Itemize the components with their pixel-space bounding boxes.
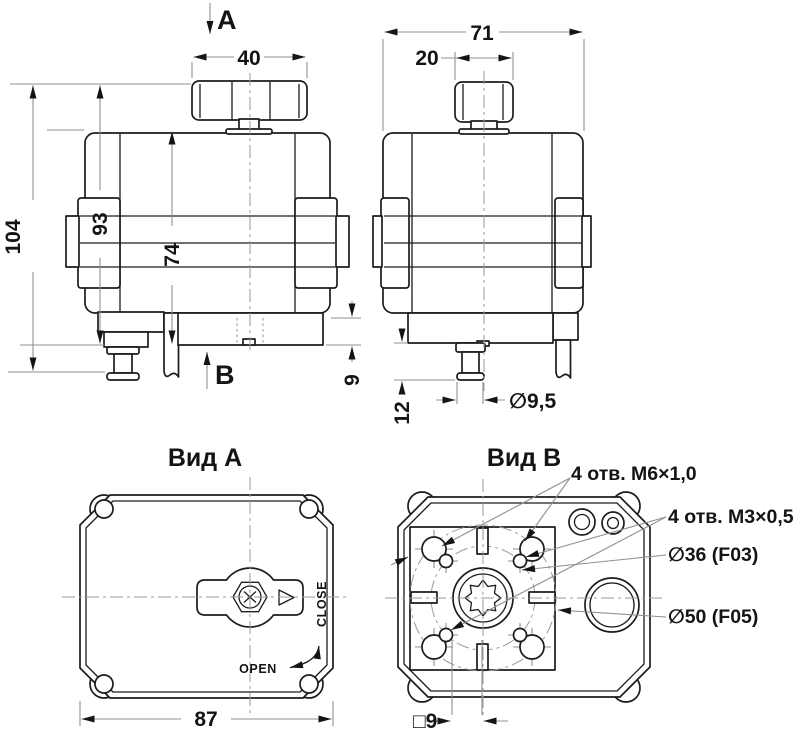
svg-text:71: 71 — [470, 22, 494, 45]
side-body-edge-lines — [411, 134, 553, 312]
label-m3-holes: 4 отв. М3×0,5 — [668, 506, 794, 528]
cable-gland-inner — [589, 582, 635, 628]
front-hidden-lines — [236, 318, 264, 344]
dim-9: 9 — [326, 301, 364, 386]
section-label-b: B — [215, 360, 235, 390]
label-f05: ∅50 (F05) — [668, 606, 758, 628]
front-knob-lines — [199, 82, 300, 120]
cable-gland-outer — [584, 577, 640, 633]
dim-12: 12 — [391, 328, 455, 425]
dim-label-9: 9 — [341, 374, 364, 386]
front-gland-step1 — [97, 311, 165, 333]
dim-40: 40 — [191, 47, 308, 78]
front-body — [84, 132, 331, 314]
dim-20: 20 — [415, 47, 514, 80]
dim-shaft-diameter: ∅9,5 — [436, 382, 556, 413]
front-shaft-stem — [113, 353, 133, 374]
front-shaft-flange — [106, 372, 140, 381]
m3-hole — [438, 553, 454, 569]
front-cable — [163, 312, 180, 378]
front-plate-notch — [242, 338, 256, 346]
view-b-leaders — [390, 477, 667, 631]
dim-label-93: 93 — [89, 212, 112, 235]
view-b: Вид В — [385, 444, 794, 733]
dim-label-104: 104 — [2, 219, 25, 254]
service-hole-outer — [568, 508, 596, 536]
label-close: CLOSE — [315, 581, 329, 627]
front-left-tab — [65, 215, 80, 268]
label-open: OPEN — [239, 662, 277, 676]
side-shaft-cap — [455, 342, 486, 353]
front-view: A B 40 104 93 74 9 — [2, 3, 364, 390]
view-a-ear-hole — [94, 674, 114, 694]
service-hole-inner — [573, 513, 591, 531]
m3-hole — [438, 627, 454, 643]
svg-text:87: 87 — [194, 708, 217, 731]
front-shaft-cap — [106, 346, 140, 355]
view-a-title: Вид А — [168, 444, 242, 472]
side-band-lines — [384, 215, 582, 268]
dim-square-9: □9 — [413, 640, 508, 733]
side-bottom-plate — [407, 312, 554, 344]
label-f03: ∅36 (F03) — [668, 544, 758, 566]
dim-label-12: 12 — [391, 401, 414, 424]
dim-104-93-74: 104 93 74 — [2, 83, 191, 373]
front-band-lines — [80, 215, 335, 268]
view-a-ear-hole — [94, 499, 114, 519]
side-right-tab — [581, 215, 592, 268]
m6-hole — [519, 634, 545, 660]
svg-text:∅9,5: ∅9,5 — [509, 390, 556, 413]
view-a-ear-hole — [299, 674, 319, 694]
side-body — [382, 132, 584, 314]
side-cable — [555, 339, 572, 379]
front-knob-flange — [225, 128, 273, 135]
front-gland-step2 — [103, 331, 149, 348]
service-hole2-outer — [601, 511, 625, 535]
dim-label-74: 74 — [161, 243, 184, 267]
section-label-a: A — [217, 5, 237, 35]
side-shaft-flange — [456, 372, 485, 381]
view-b-body-inner — [403, 502, 645, 692]
side-gland — [552, 312, 579, 341]
label-m6-holes: 4 отв. М6×1,0 — [571, 463, 697, 485]
service-hole2-inner — [606, 516, 620, 530]
front-right-tab — [335, 215, 350, 268]
m6-hole — [421, 634, 447, 660]
m3-hole — [512, 627, 528, 643]
svg-text:20: 20 — [415, 47, 438, 70]
m6-hole — [421, 536, 447, 562]
dim-87: 87 — [79, 701, 334, 731]
side-shaft-stem — [461, 351, 480, 374]
m3-hole — [512, 553, 528, 569]
svg-text:□9: □9 — [413, 710, 437, 733]
side-knob-lines — [462, 84, 504, 120]
open-close-arc-tail — [289, 661, 304, 669]
dim-71: 71 — [382, 22, 585, 131]
view-b-title: Вид В — [487, 444, 561, 472]
side-left-tab — [372, 215, 383, 268]
svg-text:40: 40 — [237, 47, 260, 70]
view-a-ear-hole — [299, 499, 319, 519]
view-a: Вид А CLOSE OPEN 87 — [62, 444, 350, 731]
side-view: 71 20 12 ∅9,5 — [372, 22, 592, 425]
